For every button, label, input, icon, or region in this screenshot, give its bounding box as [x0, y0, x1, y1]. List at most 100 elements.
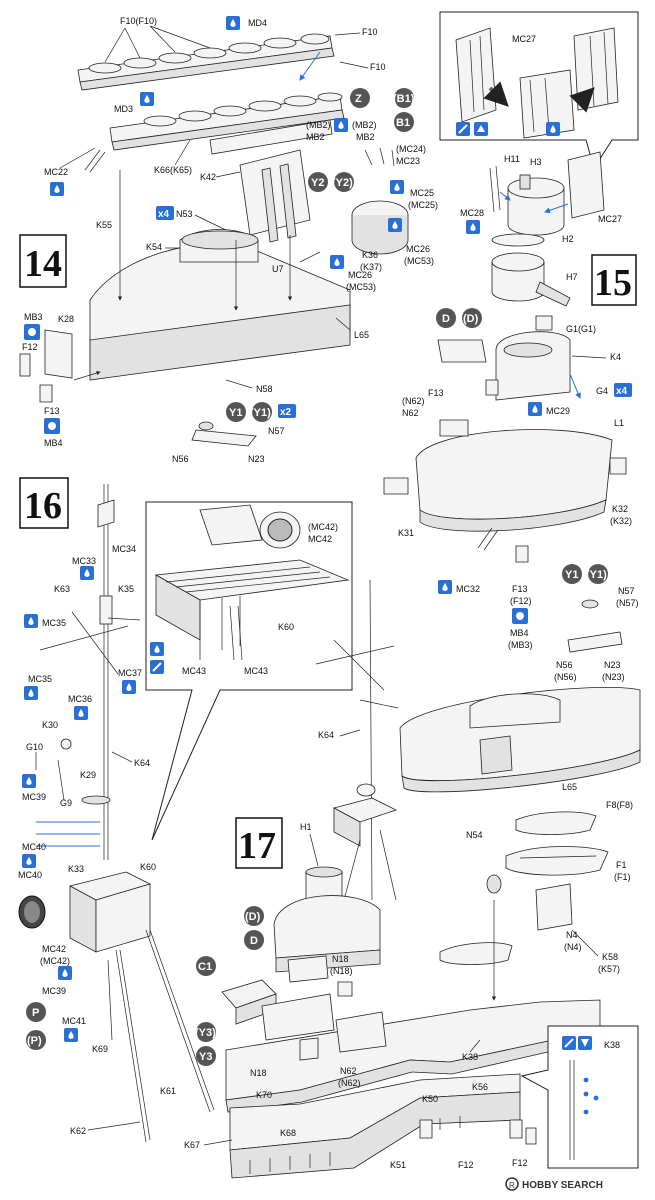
svg-text:P: P — [32, 1007, 39, 1019]
label-n4-p: (N4) — [564, 942, 582, 952]
label-f10-a: F10 — [362, 27, 378, 37]
deck-l1 — [415, 419, 613, 532]
cement-icon — [562, 1036, 576, 1050]
label-mc29: MC29 — [546, 406, 570, 416]
glue-icon — [24, 686, 38, 700]
label-k51: K51 — [390, 1160, 406, 1170]
svg-text:Y1: Y1 — [565, 569, 578, 581]
svg-text:Y1: Y1 — [229, 407, 242, 419]
glue-icon — [474, 122, 488, 136]
label-mc41: MC41 — [62, 1016, 86, 1026]
step-number-16: 16 — [24, 485, 62, 527]
glue-icon — [334, 118, 348, 132]
svg-text:x4: x4 — [616, 386, 628, 397]
label-k30: K30 — [42, 720, 58, 730]
glue-icon — [50, 182, 64, 196]
label-k63: K63 — [54, 584, 70, 594]
label-f1-p: (F1) — [614, 872, 631, 882]
boat-f1 — [505, 846, 609, 876]
label-mb2-b: MB2 — [356, 132, 375, 142]
glue-icon — [80, 566, 94, 580]
label-l1: L1 — [614, 418, 624, 428]
svg-text:(Y1): (Y1) — [250, 407, 271, 419]
label-f12: F12 — [22, 342, 38, 352]
label-k64: K64 — [134, 758, 150, 768]
label-f13: F13 — [44, 406, 60, 416]
label-k38-b: K38 — [604, 1040, 620, 1050]
svg-text:D: D — [442, 313, 450, 325]
label-f12-c: F12 — [512, 1158, 528, 1168]
label-n23-p: (N23) — [602, 672, 625, 682]
label-k61: K61 — [160, 1086, 176, 1096]
glue-icon — [64, 1028, 78, 1042]
label-f13-b: F13 — [428, 388, 444, 398]
label-g4: G4 — [596, 386, 608, 396]
label-mc23: MC23 — [396, 156, 420, 166]
step-15-group: 15 MC27 H11 H3 MC28 MC27 — [383, 11, 641, 793]
label-mc43-a: MC43 — [182, 666, 206, 676]
label-mc42-bp: (MC42) — [40, 956, 70, 966]
part-badge-y3: Y3 — [196, 1046, 216, 1066]
svg-text:B1: B1 — [396, 117, 410, 129]
step-number-17: 17 — [238, 825, 276, 867]
gun-turret-h7 — [491, 252, 571, 307]
svg-text:(P): (P) — [27, 1035, 42, 1047]
bridge-k4 — [495, 331, 571, 401]
label-k28: K28 — [58, 314, 74, 324]
label-k35: K35 — [118, 584, 134, 594]
svg-text:D: D — [250, 935, 258, 947]
part-badge-d: (D) — [462, 308, 482, 328]
glue-icon — [390, 180, 404, 194]
label-f10-b: F10 — [370, 62, 386, 72]
part-badge-y2: Y2 — [308, 172, 328, 192]
label-n62-b: N62 — [340, 1066, 357, 1076]
searchlight-mc40 — [18, 895, 46, 929]
label-mc36: MC36 — [68, 694, 92, 704]
label-k57-p: (K57) — [598, 964, 620, 974]
label-mc53: (MC53) — [404, 256, 434, 266]
svg-text:Y3: Y3 — [199, 1051, 212, 1063]
label-k32: K32 — [612, 504, 628, 514]
label-n23: N23 — [248, 454, 265, 464]
label-k55: K55 — [96, 220, 112, 230]
glue-icon — [22, 774, 36, 788]
svg-text:Z: Z — [355, 93, 362, 105]
part-badge-y1: (Y1) — [250, 402, 272, 422]
label-n57: N57 — [268, 426, 285, 436]
label-mb3-p: (MB3) — [508, 640, 533, 650]
mb4-icon — [512, 608, 528, 624]
step-14-group: 14 F10(F10) MD4 F10 F10 — [19, 16, 438, 464]
label-f13-c: F13 — [512, 584, 528, 594]
part-badge-y1: (Y1) — [586, 564, 608, 584]
label-h7: H7 — [566, 272, 578, 282]
label-f12-b: F12 — [458, 1160, 474, 1170]
label-n56: N56 — [172, 454, 189, 464]
label-mc35-a: MC35 — [42, 618, 66, 628]
label-k68: K68 — [280, 1128, 296, 1138]
label-mb2-p2: (MB2) — [352, 120, 377, 130]
label-h3: H3 — [530, 157, 542, 167]
label-k70: K70 — [256, 1090, 272, 1100]
label-k36: K36 — [362, 250, 378, 260]
label-mc39: MC39 — [22, 792, 46, 802]
glue-icon — [388, 218, 402, 232]
quantity-badge-x2: x2 — [278, 404, 296, 418]
label-mc28: MC28 — [460, 208, 484, 218]
label-mc35-b: MC35 — [28, 674, 52, 684]
label-mc42-b: MC42 — [42, 944, 66, 954]
label-n53: N53 — [176, 209, 193, 219]
label-k50: K50 — [422, 1094, 438, 1104]
step-16-group: 16 MC33 MC34 K63 K35 MC35 MC35 MC37 MC36… — [18, 477, 353, 1143]
part-badge-y1: Y1 — [562, 564, 582, 584]
glue-icon — [578, 1036, 592, 1050]
label-md3: MD3 — [114, 104, 133, 114]
part-badge-p: (P) — [26, 1030, 46, 1050]
boat-rack-lower — [109, 92, 345, 151]
platform-k60 — [68, 871, 152, 953]
label-k66: K66(K65) — [154, 165, 192, 175]
part-badge-y3: (Y3) — [195, 1022, 216, 1042]
glue-icon — [528, 402, 542, 416]
label-k32-p: (K32) — [610, 516, 632, 526]
svg-text:(Y1): (Y1) — [586, 569, 607, 581]
part-badge-z: Z — [350, 88, 370, 108]
